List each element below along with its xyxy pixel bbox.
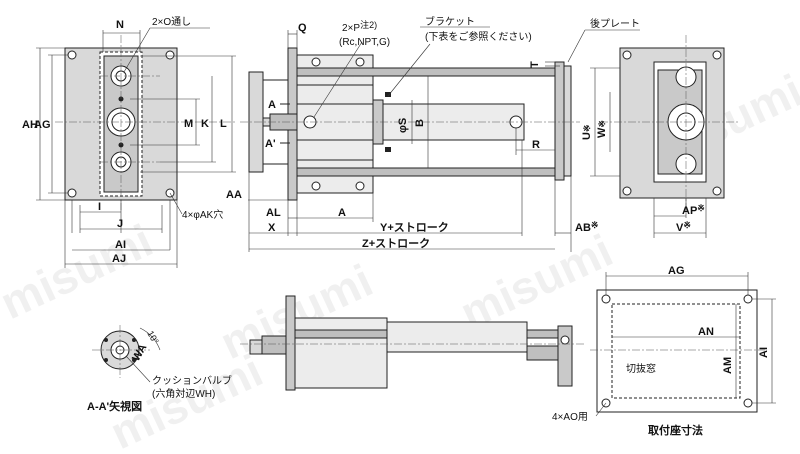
cutout-window [611,303,741,399]
dim-label-am: AM [722,357,734,374]
cutout-label: 切抜窓 [626,362,656,375]
dim-label-r: R [532,139,540,151]
dim-label-an: AN [698,326,714,338]
dim-label-ai-mount: AI [758,347,770,358]
bracket-note: (下表をご参照ください) [425,30,532,43]
dim-label-s: φS [397,118,409,133]
section-mark-a-prime: A' [265,138,276,150]
dim-label-al: AL [266,207,281,219]
dim-label-l: L [220,118,227,130]
cushion-valve-note: (六角対辺WH) [152,387,215,400]
dim-label-a: A [338,207,346,219]
dim-label-u: U※ [581,125,593,141]
dim-label-ag-mount: AG [668,265,685,277]
port-p-thread: (Rc,NPT,G) [339,37,390,48]
holes-ak-label: 4×φAK穴 [182,208,223,221]
corner-hole-bl [67,188,77,198]
mount-title: 取付座寸法 [648,423,703,437]
upper-guide-rod [296,67,556,77]
dim-label-aa: AA [226,189,242,201]
section-mark-a: A [268,99,276,111]
dim-label-t: T [529,61,541,68]
dim-label-k: K [201,118,209,130]
dim-label-q: Q [298,22,307,34]
dim-label-i: I [98,201,101,213]
dim-label-aj: AJ [112,253,126,265]
side-view: Q 2×P注2) (Rc,NPT,G) ブラケット (下表をご参照ください) T… [226,15,640,252]
cushion-valve-label: クッションバルブ [152,374,232,387]
rear-view: U※ W※ AP※ V※ [581,35,740,238]
dim-label-ah: AH [22,119,38,131]
dim-label-ap: AP※ [682,203,705,217]
dim-label-y-stroke: Y+ストローク [380,221,449,234]
dim-label-m: M [184,118,193,130]
dim-label-ai: AI [115,239,126,251]
dim-label-x: X [268,222,276,234]
dim-label-ab: AB※ [575,220,598,234]
bracket-label: ブラケット [425,15,475,28]
holes-o-label: 2×O通し [152,16,191,28]
dim-label-j: J [117,218,123,230]
corner-hole-tl [67,50,77,60]
dim-label-v: V※ [676,220,691,234]
front-view: N 2×O通し AH AG M K L I J [22,16,236,268]
corner-hole-tr [165,50,175,60]
lower-guide-rod [296,167,556,177]
section-aa-view: 10° WA クッションバルブ (六角対辺WH) A-A'矢視図 [87,325,232,413]
bottom-side-view [240,295,585,391]
section-title: A-A'矢視図 [87,399,142,413]
angle-label: 10° [145,329,161,346]
dim-label-n: N [116,19,124,31]
dim-label-z-stroke: Z+ストローク [362,237,430,250]
dim-label-w: W※ [596,120,608,138]
dim-label-b: B [414,119,426,127]
holes-ao-label: 4×AO用 [552,412,588,423]
port-p-label: 2×P注2) [342,19,377,34]
mounting-dimensions: AG AN AM AI 切抜窓 4×AO用 取付座寸法 [552,265,776,437]
dim-label-ag: AG [34,119,51,131]
side-rear-plate [554,61,565,181]
rear-plate-label: 後プレート [590,17,640,30]
